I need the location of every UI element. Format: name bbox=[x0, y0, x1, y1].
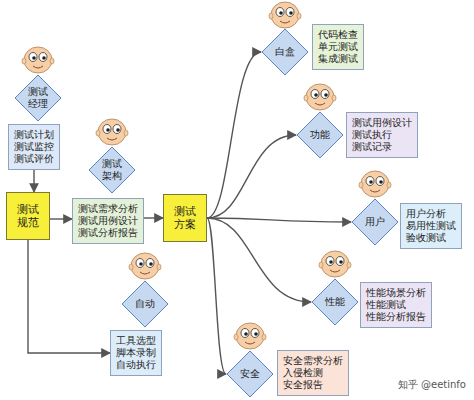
node-text: 性能场景分析 性能测试 性能分析报告 bbox=[366, 287, 426, 323]
role-diamond: 测试经理 bbox=[14, 74, 62, 122]
plan-box: 测试规范 bbox=[6, 192, 50, 240]
face bbox=[304, 84, 336, 110]
task-box: 测试需求分析 测试用例设计 测试分析报告 bbox=[72, 198, 144, 244]
arrow-connector bbox=[207, 218, 226, 374]
task-box: 代码检查 单元测试 集成测试 bbox=[312, 24, 364, 70]
node-text: 测试方案 bbox=[174, 205, 196, 231]
face bbox=[319, 251, 351, 277]
arrow-connector bbox=[28, 240, 110, 353]
arrow-connector bbox=[207, 218, 351, 222]
role-diamond: 用户 bbox=[351, 198, 399, 246]
face bbox=[22, 47, 54, 73]
arrow-connector bbox=[207, 218, 311, 302]
node-text: 测试架构 bbox=[102, 158, 122, 182]
node-text: 测试需求分析 测试用例设计 测试分析报告 bbox=[78, 203, 138, 239]
role-diamond: 功能 bbox=[296, 111, 344, 159]
node-text: 用户分析 易用性测试 验收测试 bbox=[406, 208, 456, 244]
face bbox=[269, 2, 301, 28]
face bbox=[234, 323, 266, 349]
node-text: 代码检查 单元测试 集成测试 bbox=[318, 29, 358, 65]
arrow-connector bbox=[207, 135, 296, 218]
task-box: 测试用例设计 测试执行 测试记录 bbox=[346, 112, 418, 158]
plan-box: 测试方案 bbox=[163, 194, 207, 242]
role-diamond: 测试架构 bbox=[88, 146, 136, 194]
role-diamond: 自动 bbox=[121, 280, 169, 328]
node-text: 功能 bbox=[310, 129, 330, 141]
role-diamond: 安全 bbox=[226, 350, 274, 398]
watermark: 知乎 @eetinfo bbox=[396, 378, 468, 392]
role-diamond: 性能 bbox=[311, 278, 359, 326]
node-text: 工具选型 脚本录制 自动执行 bbox=[116, 335, 156, 371]
node-text: 测试计划 测试监控 测试评价 bbox=[14, 129, 54, 165]
node-text: 安全需求分析 入侵检测 安全报告 bbox=[283, 355, 343, 391]
task-box: 工具选型 脚本录制 自动执行 bbox=[110, 330, 162, 376]
task-box: 用户分析 易用性测试 验收测试 bbox=[400, 203, 462, 249]
arrow-connector bbox=[33, 170, 34, 192]
node-text: 测试用例设计 测试执行 测试记录 bbox=[352, 117, 412, 153]
node-text: 测试经理 bbox=[28, 86, 48, 110]
face bbox=[96, 119, 128, 145]
arrow-connector bbox=[144, 217, 163, 218]
arrow-connector bbox=[207, 52, 261, 218]
task-box: 安全需求分析 入侵检测 安全报告 bbox=[277, 350, 349, 396]
task-box: 测试计划 测试监控 测试评价 bbox=[8, 124, 60, 170]
node-text: 用户 bbox=[365, 216, 385, 228]
face bbox=[129, 253, 161, 279]
role-diamond: 白盒 bbox=[261, 28, 309, 76]
node-text: 性能 bbox=[325, 296, 345, 308]
node-text: 安全 bbox=[240, 368, 260, 380]
node-text: 测试规范 bbox=[17, 203, 39, 229]
node-text: 白盒 bbox=[275, 46, 295, 58]
arrow-connector bbox=[50, 218, 72, 219]
task-box: 性能场景分析 性能测试 性能分析报告 bbox=[360, 282, 432, 328]
node-text: 自动 bbox=[135, 298, 155, 310]
face bbox=[359, 171, 391, 197]
